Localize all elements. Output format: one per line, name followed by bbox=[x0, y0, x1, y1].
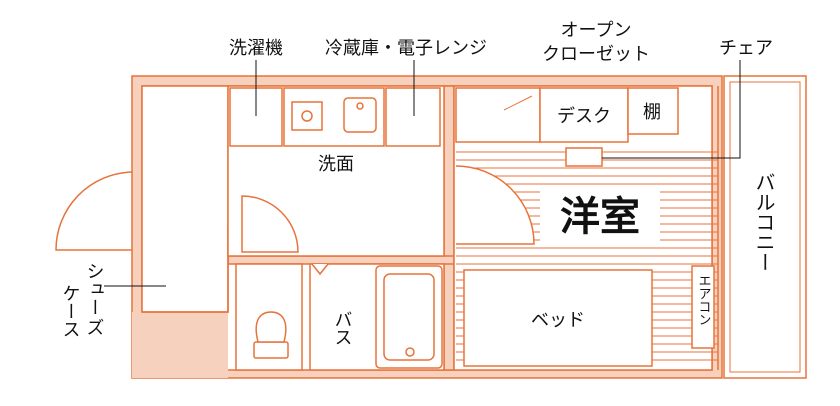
fridge-box bbox=[385, 87, 441, 147]
wash-bottom-wall bbox=[227, 255, 455, 265]
label-aircon: エアコン bbox=[696, 274, 711, 326]
label-shoe-case-2: ズ bbox=[84, 318, 105, 336]
toilet-tank bbox=[253, 341, 289, 359]
sink-basin-left bbox=[291, 101, 323, 131]
chair bbox=[565, 147, 603, 167]
label-balcony: バルコニー bbox=[752, 172, 776, 272]
label-washing-machine: 洗濯機 bbox=[229, 38, 283, 59]
leader-lines bbox=[104, 60, 741, 287]
partition-wall bbox=[443, 85, 455, 371]
label-bath: バス bbox=[332, 310, 353, 346]
sink-basin-right bbox=[343, 97, 377, 133]
bath-vent bbox=[311, 263, 329, 276]
closet-rod bbox=[503, 95, 533, 111]
label-open-closet-2: クローゼット bbox=[542, 44, 650, 65]
entrance-door bbox=[55, 171, 133, 251]
label-western-room: 洋室 bbox=[560, 194, 640, 240]
corner-wall bbox=[132, 312, 228, 378]
shoe-case bbox=[141, 85, 229, 313]
label-shelf: 棚 bbox=[643, 102, 661, 123]
label-chair: チェア bbox=[719, 38, 773, 59]
label-shoe-case-1: シュー bbox=[84, 262, 105, 316]
bed bbox=[463, 269, 653, 367]
balcony-inner bbox=[729, 81, 801, 373]
toilet-bowl bbox=[255, 311, 287, 343]
bathtub-drain bbox=[405, 347, 415, 357]
label-washroom: 洗面 bbox=[318, 154, 354, 175]
toilet-door bbox=[241, 195, 299, 253]
room-door bbox=[455, 165, 535, 245]
aircon-unit bbox=[691, 265, 715, 349]
open-closet bbox=[455, 87, 541, 143]
bathtub-inner bbox=[383, 273, 435, 361]
label-fridge-range: 冷蔵庫・電子レンジ bbox=[325, 38, 487, 59]
label-bed: ベッド bbox=[531, 310, 585, 331]
label-desk: デスク bbox=[557, 106, 611, 127]
room-label-bg bbox=[540, 186, 660, 242]
label-shoe-case-3: ケース bbox=[60, 284, 81, 338]
drain-left bbox=[301, 110, 313, 122]
label-open-closet-1: オープン bbox=[561, 20, 632, 41]
shelf bbox=[627, 87, 679, 135]
drain-right bbox=[356, 102, 364, 110]
balcony bbox=[723, 75, 807, 379]
desk bbox=[539, 87, 629, 143]
